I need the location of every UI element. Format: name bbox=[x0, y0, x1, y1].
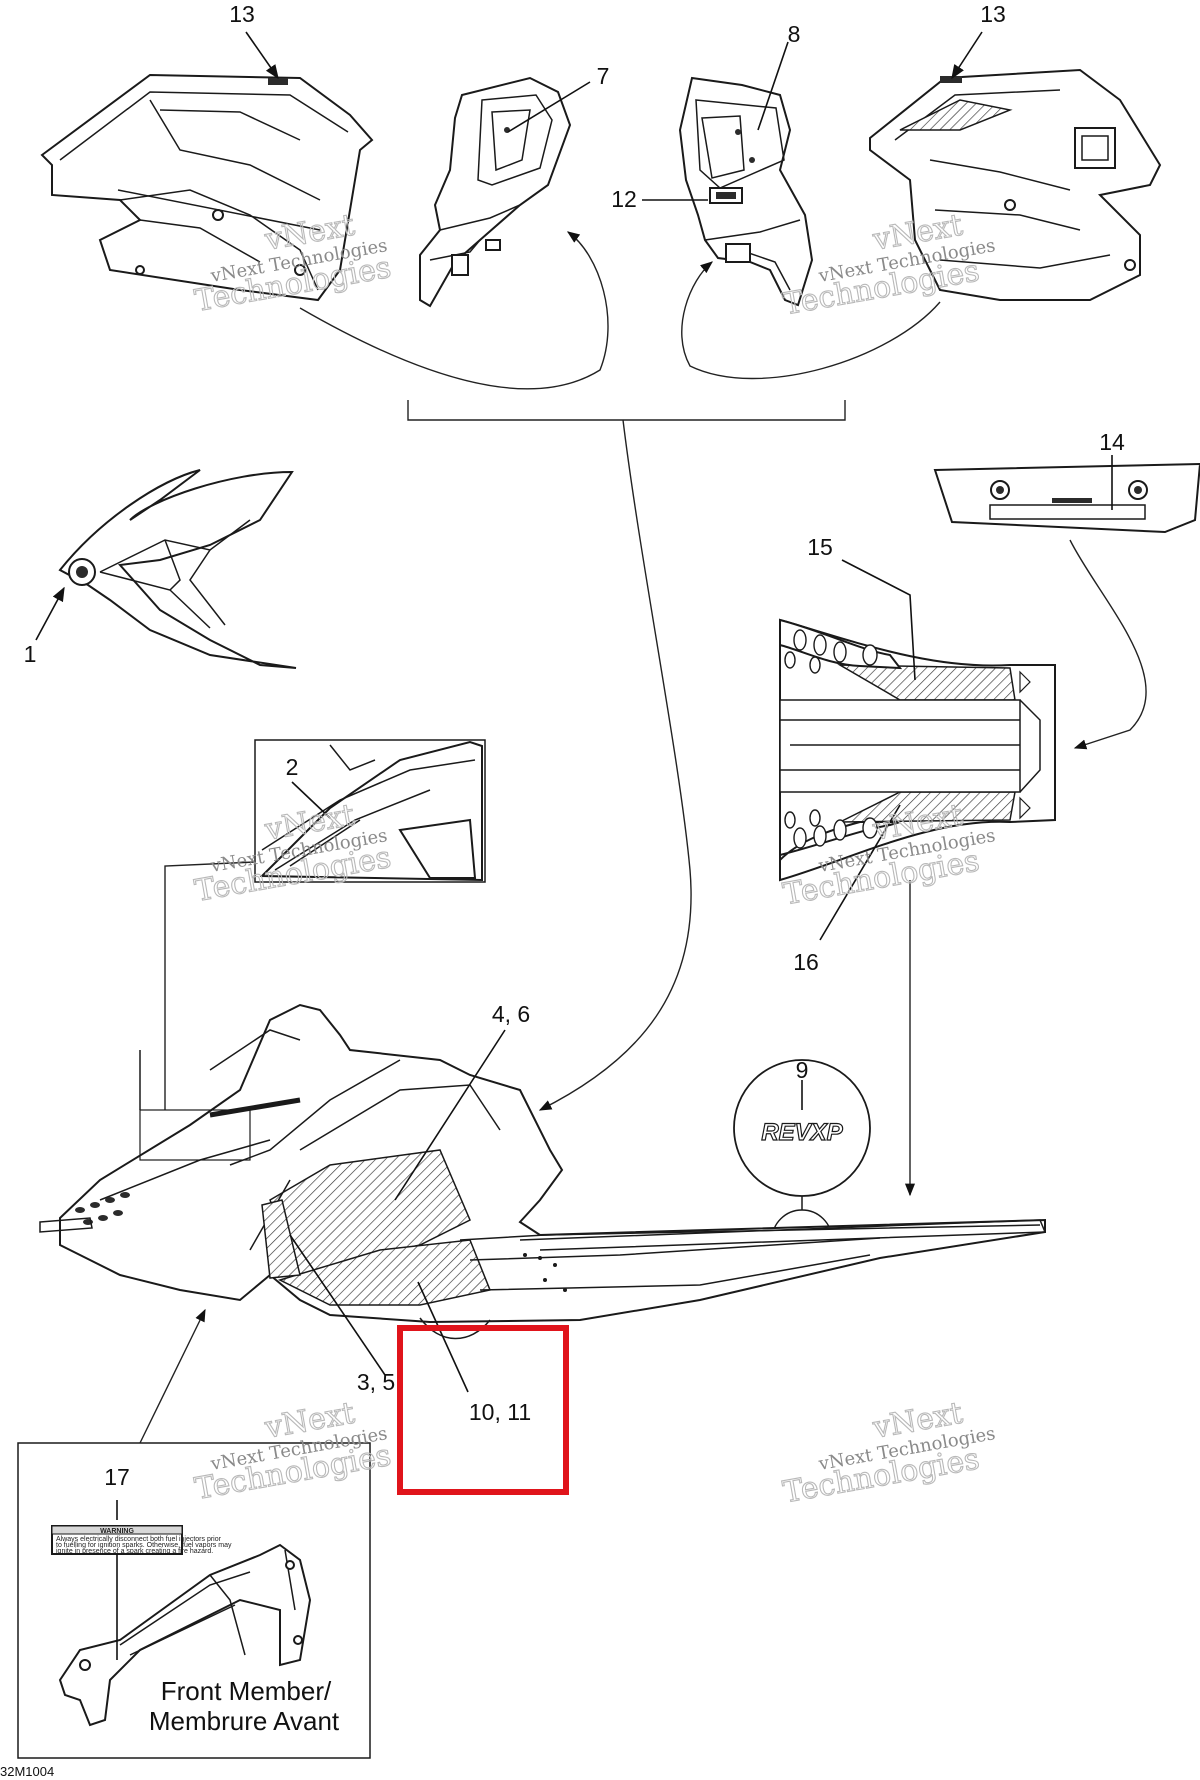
callout-13-left: 13 bbox=[229, 1, 255, 27]
main-snowmobile-body bbox=[39, 1003, 1047, 1340]
callout-10-11: 10, 11 bbox=[469, 1399, 531, 1425]
front-member-caption-en: Front Member/ bbox=[161, 1676, 332, 1706]
callout-15: 15 bbox=[807, 534, 833, 560]
callout-13-right: 13 bbox=[980, 1, 1006, 27]
callout-7: 7 bbox=[597, 63, 610, 89]
callout-8: 8 bbox=[788, 21, 801, 47]
side-panel-7 bbox=[419, 76, 572, 308]
warning-line-1: Always electrically disconnect both fuel… bbox=[56, 1536, 222, 1543]
hood-nose-part bbox=[58, 469, 297, 669]
front-member-inset: WARNING Always electrically disconnect b… bbox=[17, 1442, 371, 1759]
footer-code: 32M1004 bbox=[0, 1764, 54, 1779]
callout-12: 12 bbox=[611, 186, 637, 212]
callout-3-5: 3, 5 bbox=[357, 1369, 395, 1395]
right-side-panel bbox=[869, 68, 1162, 301]
callout-17: 17 bbox=[104, 1464, 130, 1490]
callout-2: 2 bbox=[286, 754, 299, 780]
callout-14: 14 bbox=[1099, 429, 1125, 455]
callout-labels: 13 7 8 13 12 14 1 15 2 16 4, 6 9 3, 5 10… bbox=[24, 1, 1125, 1490]
warning-line-2: to fuelling for ignition sparks. Otherwi… bbox=[56, 1542, 232, 1549]
rear-flap-part-14 bbox=[933, 462, 1200, 534]
leader-lines bbox=[35, 31, 1113, 1660]
highlight-box bbox=[397, 1325, 569, 1495]
warning-header: WARNING bbox=[100, 1528, 134, 1535]
left-side-panel bbox=[40, 73, 374, 302]
callout-16: 16 bbox=[793, 949, 819, 975]
side-panel-8 bbox=[678, 76, 814, 307]
inset-part-2 bbox=[254, 739, 486, 883]
tunnel-top-view bbox=[779, 618, 1056, 882]
callout-4-6: 4, 6 bbox=[492, 1001, 530, 1027]
front-member-caption-fr: Membrure Avant bbox=[149, 1706, 340, 1736]
callout-1: 1 bbox=[24, 641, 37, 667]
emblem-text: REVXP bbox=[761, 1119, 843, 1146]
warning-line-3: ignite in presence of a spark creating a… bbox=[56, 1548, 213, 1555]
watermark-6: vNext vNext Technologies Technologies bbox=[780, 1395, 997, 1511]
callout-9: 9 bbox=[796, 1057, 809, 1083]
